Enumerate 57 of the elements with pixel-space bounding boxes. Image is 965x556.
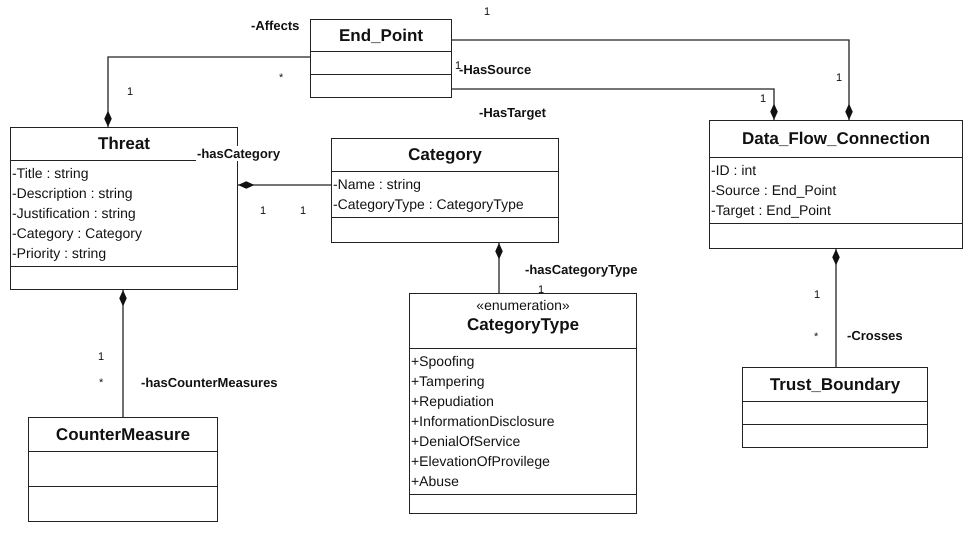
multiplicity-label: * xyxy=(279,72,284,84)
association-line xyxy=(452,88,778,120)
edge-label: -Crosses xyxy=(846,328,904,343)
edge-label: -Affects xyxy=(250,18,300,33)
association-line xyxy=(104,56,310,127)
attribute-text: -Category : Category xyxy=(12,224,142,243)
association-line xyxy=(119,290,127,417)
class-box xyxy=(742,367,928,448)
edge-label: -HasSource xyxy=(458,62,532,77)
class-name: End_Point xyxy=(338,26,424,46)
attribute-text: -CategoryType : CategoryType xyxy=(333,195,524,214)
edge-label: -hasCategory xyxy=(196,146,282,161)
multiplicity-label: * xyxy=(814,331,818,343)
multiplicity-label: 1 xyxy=(814,289,820,301)
class-box xyxy=(310,19,452,98)
class-box xyxy=(28,417,218,522)
multiplicity-label: 1 xyxy=(300,205,306,217)
class-name: CounterMeasure xyxy=(56,424,190,444)
association-line xyxy=(238,181,331,189)
enum-literal: +Repudiation xyxy=(411,392,494,411)
multiplicity-label: 1 xyxy=(98,351,104,363)
class-name: Category xyxy=(408,145,482,165)
association-line xyxy=(452,39,853,120)
multiplicity-label: 1 xyxy=(127,86,134,98)
enum-literal: +ElevationOfProvilege xyxy=(411,452,550,471)
attribute-text: -Source : End_Point xyxy=(711,181,836,200)
edge-label: -hasCategoryType xyxy=(524,262,638,277)
class-name: Data_Flow_Connection xyxy=(742,129,930,149)
enum-literal: +Spoofing xyxy=(411,352,474,371)
class-box xyxy=(409,293,637,514)
attribute-text: -Description : string xyxy=(12,184,133,203)
attribute-text: -Name : string xyxy=(333,175,421,194)
class-name: CategoryType xyxy=(466,315,580,335)
class-box xyxy=(709,120,963,249)
enum-literal: +Tampering xyxy=(411,372,485,391)
enum-literal: +InformationDisclosure xyxy=(411,412,555,431)
enum-literal: +Abuse xyxy=(411,472,459,491)
attribute-text: -ID : int xyxy=(711,161,756,180)
multiplicity-label: 1 xyxy=(538,284,544,296)
edge-label: -HasTarget xyxy=(478,105,547,120)
multiplicity-label: 1 xyxy=(260,205,266,217)
association-line xyxy=(832,249,840,367)
attribute-text: -Priority : string xyxy=(12,244,106,263)
multiplicity-label: 1 xyxy=(760,93,766,105)
attribute-text: -Justification : string xyxy=(12,204,136,223)
class-name: Threat xyxy=(98,134,150,154)
attribute-text: -Title : string xyxy=(12,164,88,183)
multiplicity-label: * xyxy=(99,377,104,389)
class-name: Trust_Boundary xyxy=(770,374,900,394)
multiplicity-label: 1 xyxy=(484,6,490,18)
stereotype-text: «enumeration» xyxy=(476,297,570,313)
enum-literal: +DenialOfService xyxy=(411,432,520,451)
attribute-text: -Target : End_Point xyxy=(711,201,831,220)
class-box xyxy=(331,138,559,243)
edge-label: -hasCounterMeasures xyxy=(140,375,279,390)
multiplicity-label: 1 xyxy=(836,72,842,84)
association-line xyxy=(495,243,503,293)
